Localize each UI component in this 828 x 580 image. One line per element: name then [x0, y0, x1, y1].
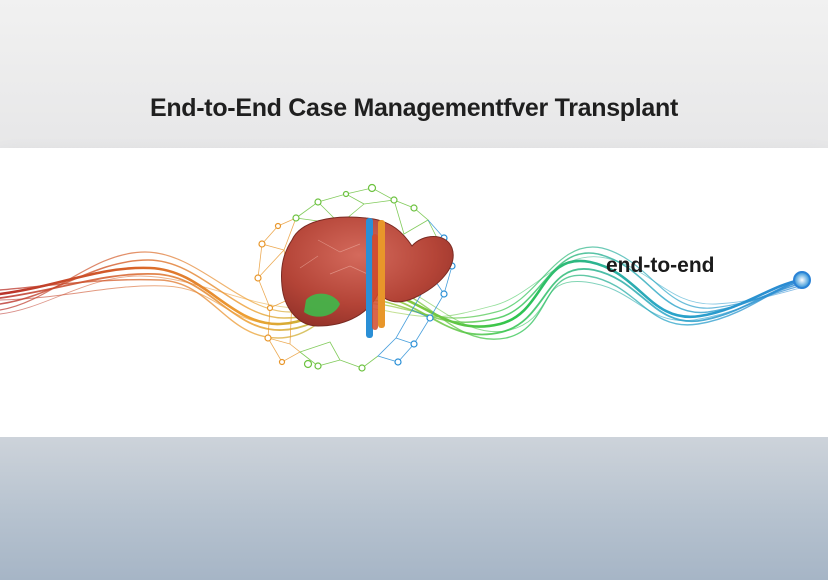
liver-icon: [281, 216, 454, 338]
flow-illustration: [0, 183, 811, 372]
footer-band: [0, 437, 828, 580]
endpoint-node-icon: [793, 271, 811, 289]
flow-label: end-to-end: [606, 254, 715, 277]
header-band: [0, 0, 828, 148]
flow-waves: [0, 246, 802, 340]
illustration-card: end-to-end: [0, 148, 828, 437]
page-title: End-to-End Case Managementfver Transplan…: [149, 94, 679, 122]
